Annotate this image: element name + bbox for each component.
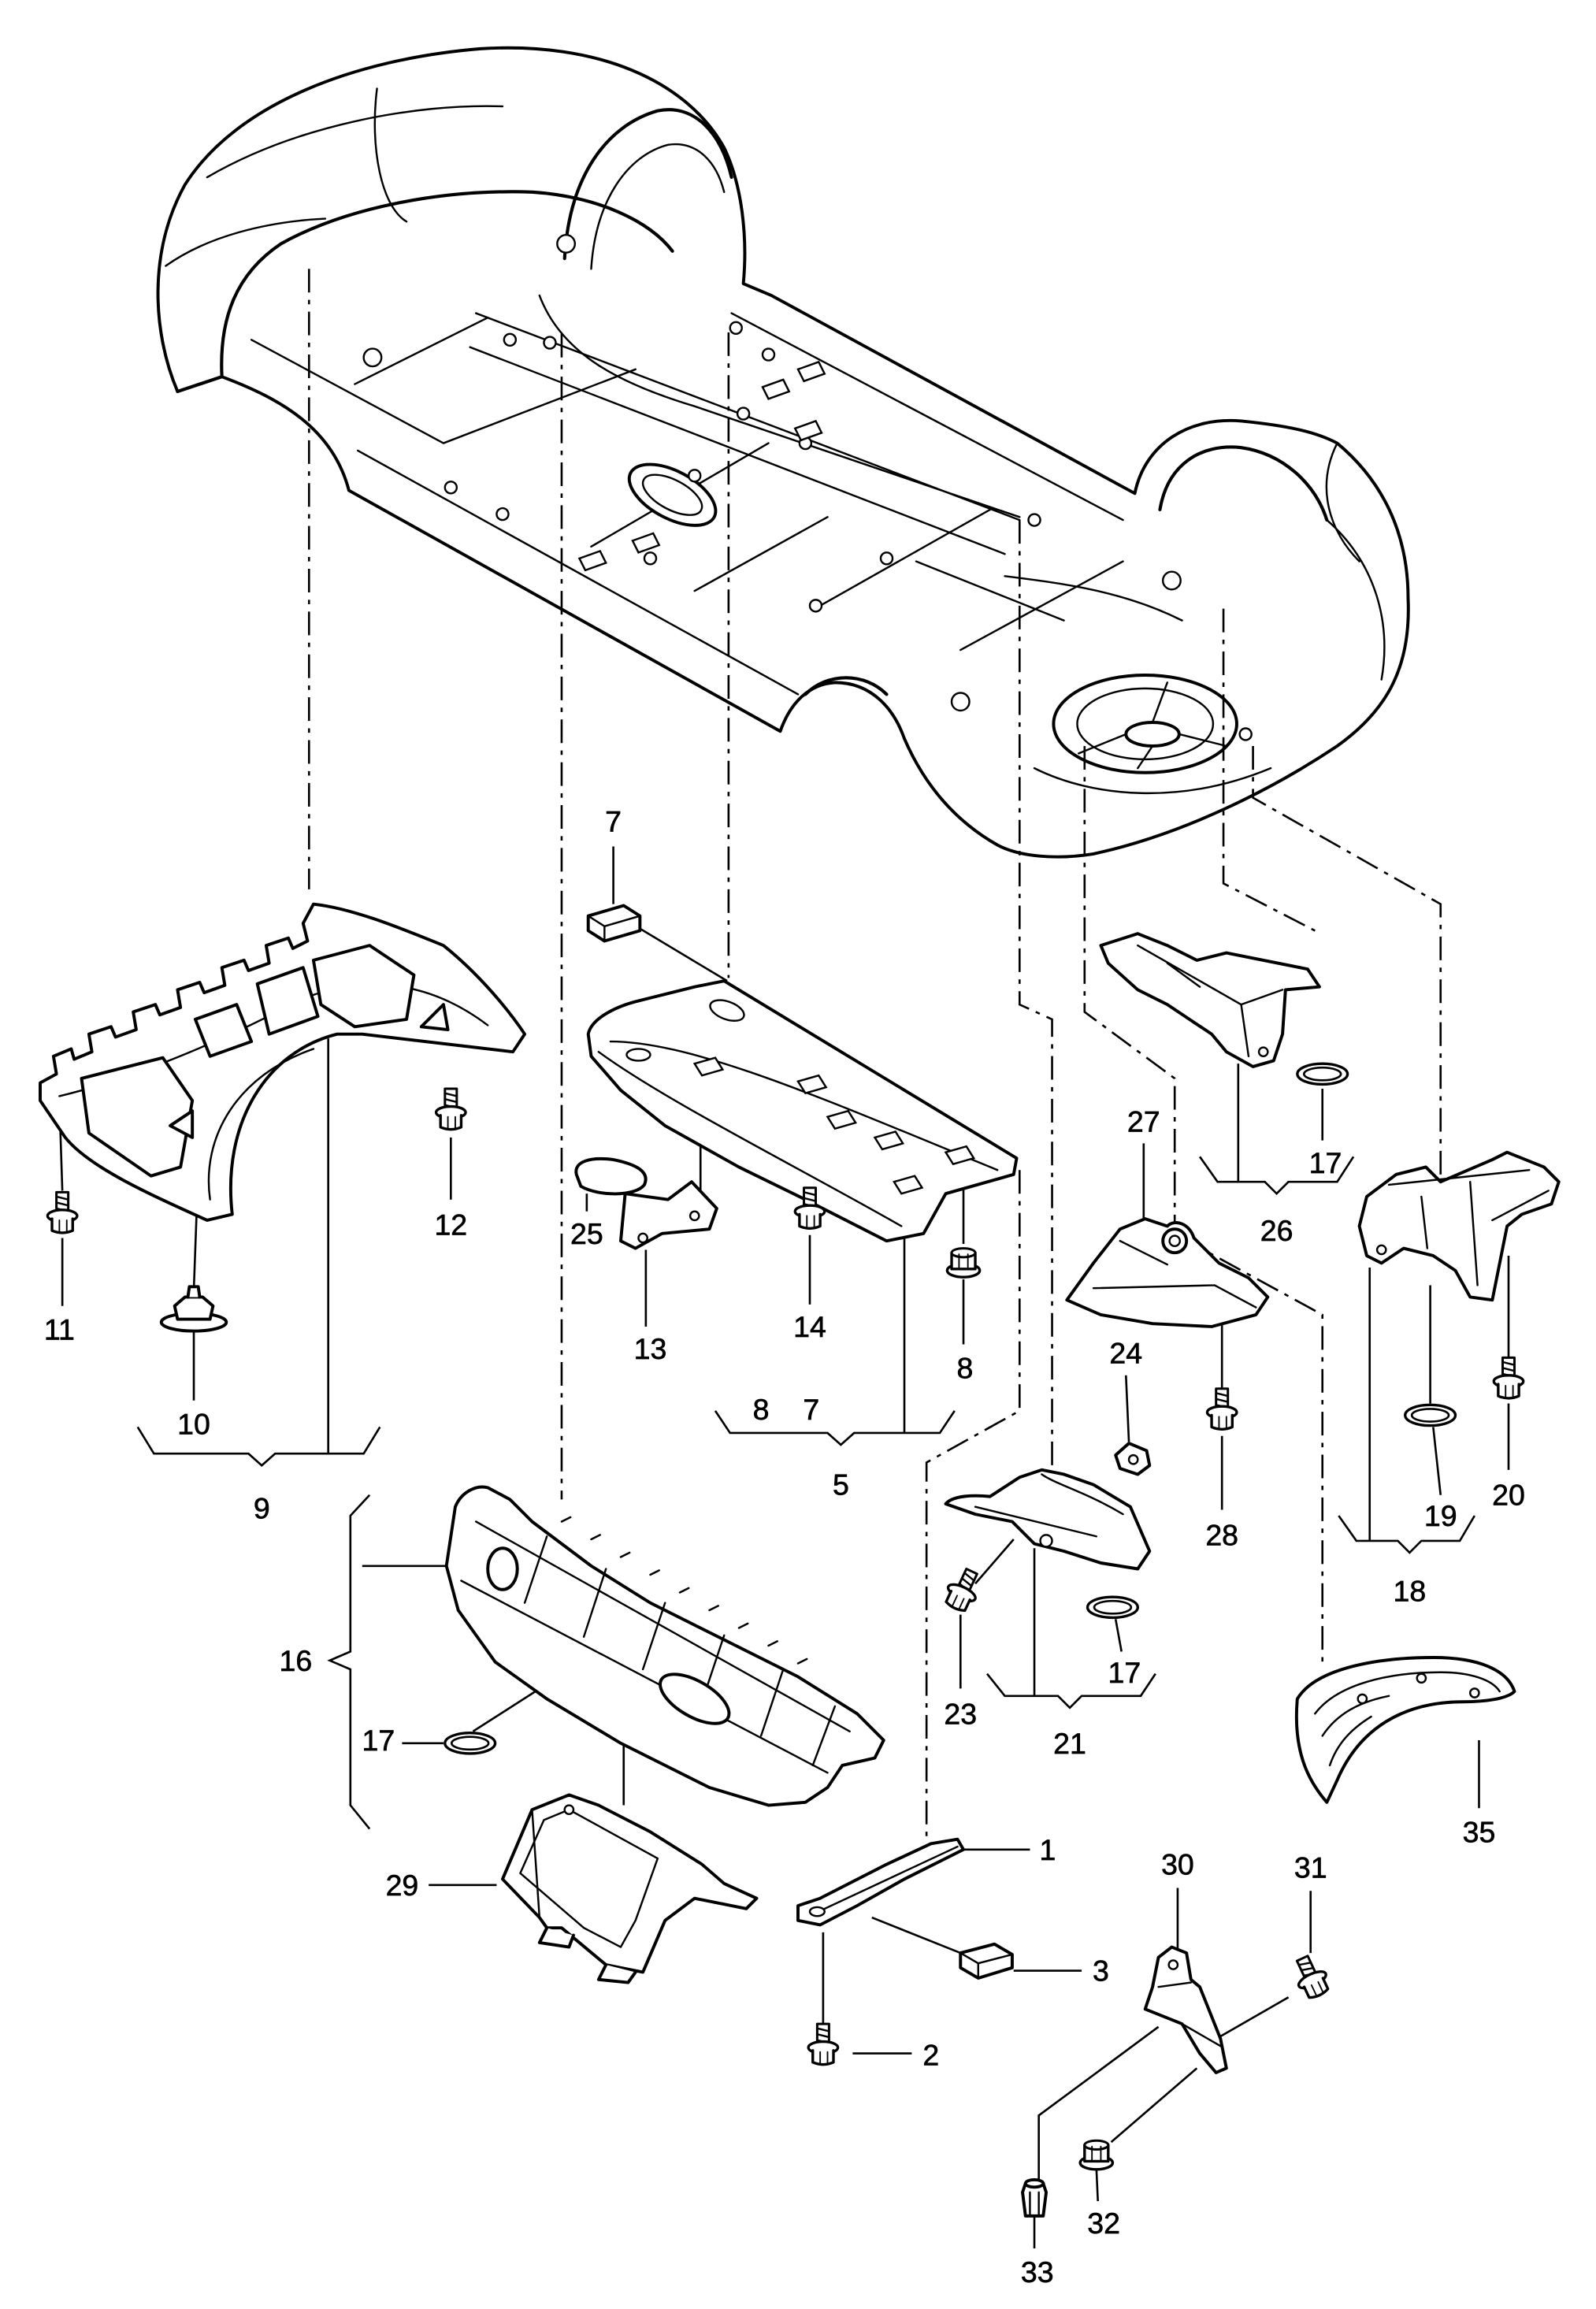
callout-19: 19 [1424, 1499, 1457, 1532]
part-18-heat-shield [1357, 1150, 1561, 1302]
bracket-26 [1198, 1156, 1355, 1196]
ring-17-b [1086, 1595, 1139, 1620]
clip-7 [586, 904, 642, 943]
callout-17-left: 17 [362, 1724, 395, 1757]
part-25-pad [574, 1157, 648, 1196]
callout-32: 32 [1087, 2207, 1120, 2240]
callout-21: 21 [1053, 1727, 1086, 1760]
clip-10 [159, 1285, 228, 1333]
part-9-front-shield [39, 902, 527, 1222]
callout-13: 13 [634, 1332, 667, 1365]
callout-26: 26 [1260, 1214, 1294, 1247]
ref-line-18 [1252, 745, 1442, 1242]
ring-17-c [444, 1731, 497, 1755]
brace-16 [327, 1494, 371, 1830]
screw-11 [46, 1190, 79, 1234]
callout-1: 1 [1039, 1833, 1056, 1866]
rivet-33 [1021, 2177, 1049, 2218]
callout-17: 17 [1309, 1146, 1342, 1179]
screw-28 [1205, 1387, 1238, 1431]
bracket-9 [136, 1426, 381, 1467]
part-13-bracket [619, 1180, 718, 1250]
part-29-plate [500, 1793, 759, 1984]
part-27-heat-shield [1065, 1217, 1270, 1328]
callout-24: 24 [1109, 1337, 1142, 1370]
car-underbody [156, 46, 1410, 859]
ref-line-27-35 [1083, 745, 1324, 1662]
callout-30: 30 [1161, 1848, 1194, 1881]
part-26-heat-shield [1099, 932, 1321, 1068]
callout-17-mid: 17 [1108, 1656, 1141, 1689]
callout-20: 20 [1492, 1479, 1525, 1512]
callout-29: 29 [386, 1869, 419, 1902]
part-21-heat-shield [944, 1468, 1152, 1571]
ref-line-21 [1018, 520, 1053, 1478]
part-35-wheel-arch-liner [1294, 1656, 1516, 1804]
callout-10: 10 [177, 1408, 210, 1441]
callout-8-group: 8 [753, 1393, 770, 1426]
bracket-5 [714, 1410, 956, 1446]
nut-32 [1078, 2139, 1115, 2171]
callout-5: 5 [833, 1468, 849, 1502]
part-16-tunnel-shield [444, 1485, 885, 1807]
callout-11: 11 [44, 1313, 75, 1346]
callout-7-group: 7 [803, 1393, 819, 1426]
underbody-holes [362, 233, 1253, 741]
callout-28: 28 [1205, 1518, 1238, 1551]
callout-25: 25 [570, 1217, 603, 1250]
callout-2: 2 [922, 2038, 939, 2071]
callout-8: 8 [956, 1351, 973, 1384]
screw-23 [940, 1564, 987, 1617]
part-30-bracket [1143, 1945, 1228, 2074]
callout-16: 16 [280, 1644, 313, 1677]
clip-3 [959, 1942, 1014, 1980]
callout-7: 7 [605, 805, 622, 838]
screw-2 [807, 2022, 840, 2066]
callout-9: 9 [254, 1492, 270, 1525]
bracket-18 [1338, 1515, 1475, 1554]
callout-12: 12 [434, 1208, 467, 1242]
nut-8 [945, 1246, 982, 1279]
part-1-bracket [796, 1837, 965, 1927]
callout-31: 31 [1294, 1851, 1327, 1884]
callout-35: 35 [1463, 1815, 1496, 1848]
ring-17 [1296, 1062, 1349, 1086]
screw-20 [1492, 1356, 1525, 1400]
ref-line-26 [1222, 608, 1316, 932]
callout-33: 33 [1021, 2255, 1054, 2289]
leader-lines [58, 846, 1510, 2249]
callout-3: 3 [1093, 1954, 1109, 1988]
part-5-floor-panel [586, 979, 1019, 1243]
callout-23: 23 [944, 1697, 977, 1730]
reference-lines [307, 269, 1442, 1839]
callout-labels: 7 12 25 11 13 14 8 10 8 7 5 9 27 17 26 2… [44, 804, 1526, 2289]
ring-19 [1404, 1403, 1457, 1427]
bracket-21 [986, 1672, 1156, 1709]
ref-line-1 [925, 1170, 1021, 1839]
callout-14: 14 [793, 1310, 826, 1343]
screw-12 [434, 1087, 467, 1131]
callout-18: 18 [1393, 1575, 1426, 1608]
clip-24 [1114, 1442, 1152, 1476]
screw-31 [1287, 1951, 1334, 2003]
callout-27: 27 [1127, 1104, 1160, 1138]
